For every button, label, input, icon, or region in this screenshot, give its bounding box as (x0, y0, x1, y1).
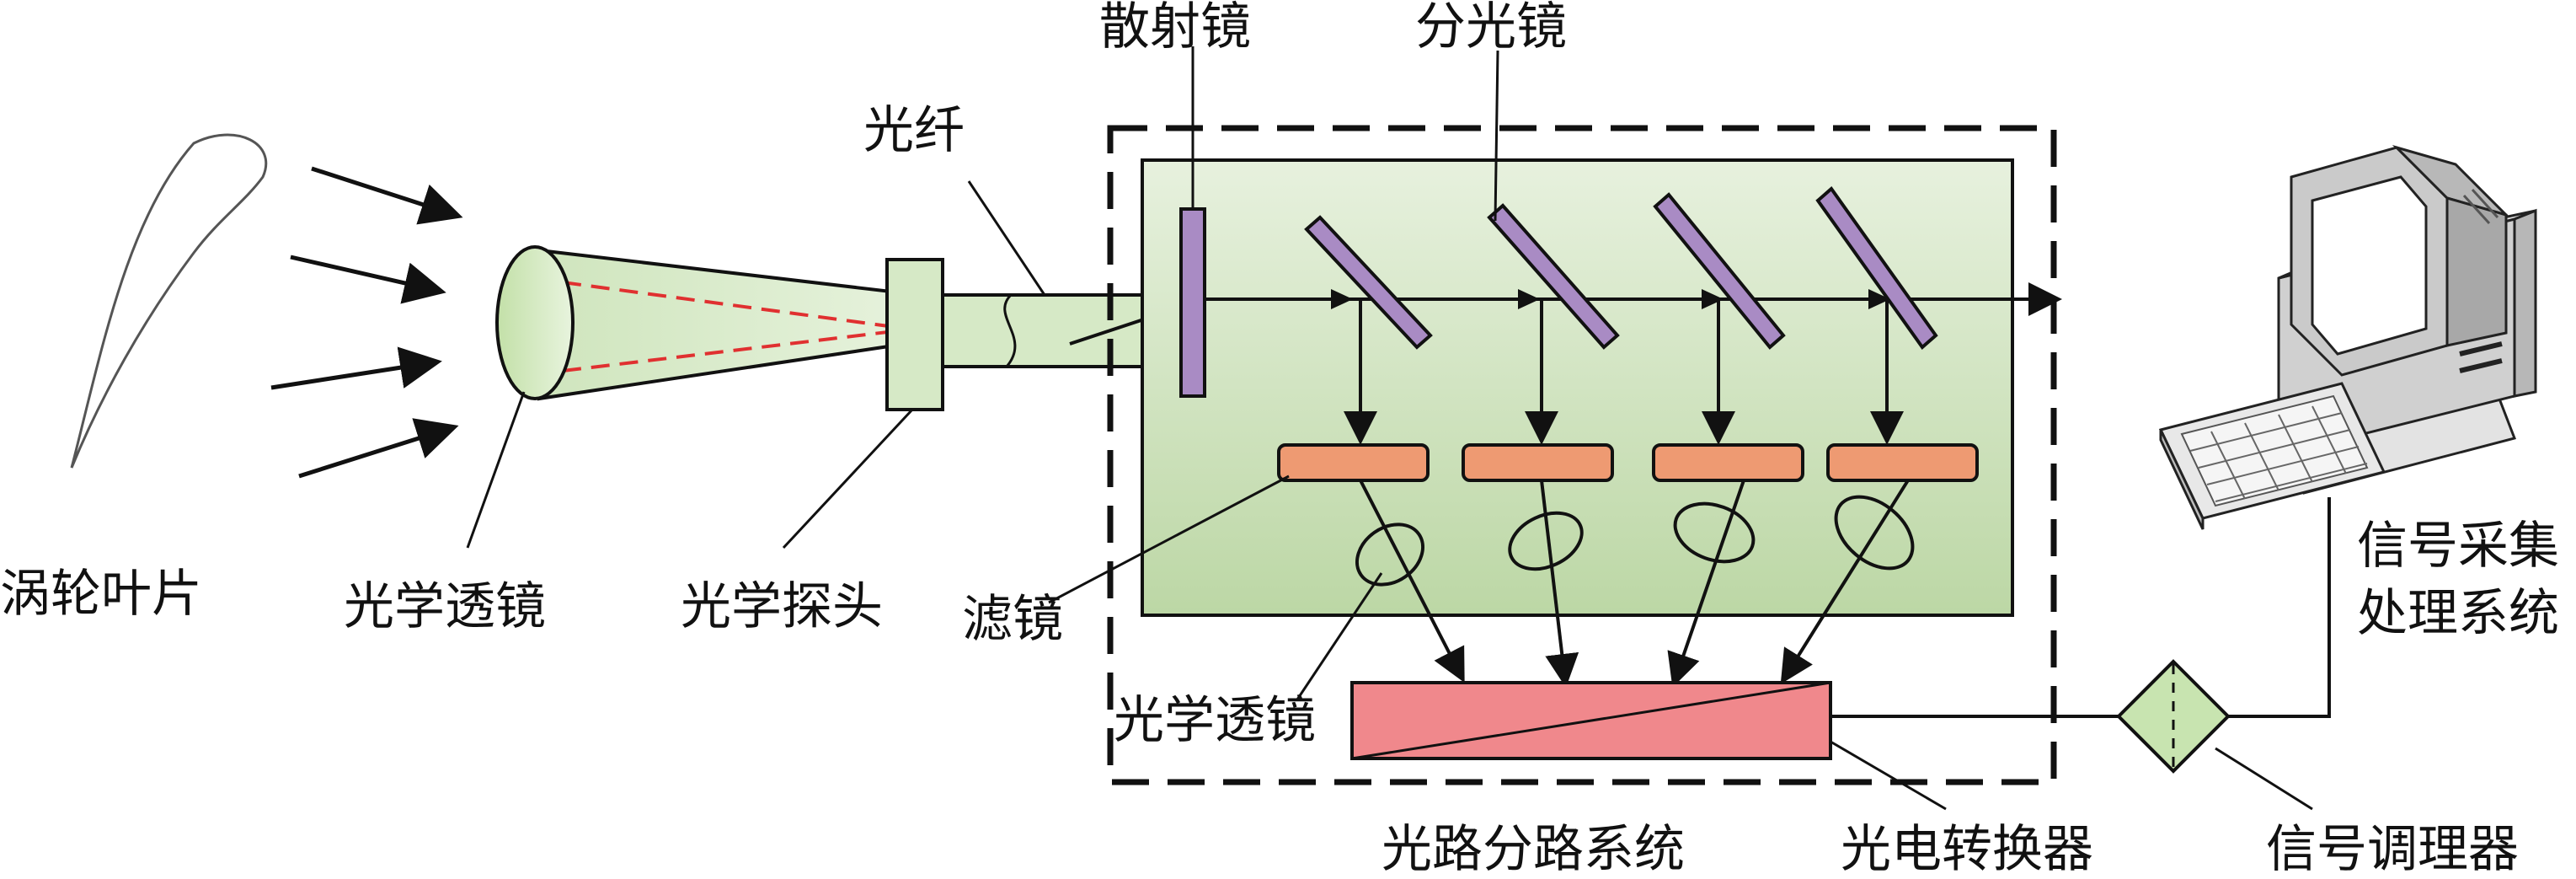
label-optical-path-system: 光路分路系统 (1382, 820, 1685, 879)
radiation-arrow-4 (298, 418, 459, 479)
optical-probe (885, 258, 944, 411)
beam-arrowheads (1331, 289, 1890, 309)
converter-diagonal (1351, 681, 1831, 760)
optical-bench-panel (1141, 158, 2014, 617)
turbine-blade-icon (70, 133, 268, 469)
filter-4 (1826, 443, 1979, 482)
inner-lens-2 (1508, 511, 1584, 571)
label-optical-lens-inner: 光学透镜 (1114, 691, 1316, 750)
converter-input-arrows (1359, 479, 1910, 688)
leader-fiber (967, 180, 1046, 296)
leader-conditioner (2215, 747, 2313, 811)
split-beam-arrows (1344, 299, 1904, 445)
signal-wire-to-computer (2228, 497, 2331, 718)
label-fiber: 光纤 (863, 101, 965, 160)
desktop-computer-icon (2158, 144, 2537, 530)
inner-lens-3 (1673, 501, 1756, 564)
beam-splitter-2 (1487, 203, 1620, 350)
fiber-break-mark (1003, 293, 1017, 367)
leader-converter (1830, 740, 1947, 811)
signal-conditioner (2116, 659, 2231, 774)
beam-splitters (1304, 186, 1938, 350)
label-beam-splitter: 分光镜 (1415, 0, 1567, 56)
radiation-arrows (270, 166, 463, 479)
beam-splitter-3 (1653, 192, 1786, 350)
filter-1 (1277, 443, 1430, 482)
front-lens (495, 245, 575, 400)
leader-beam-splitter (1494, 50, 1499, 222)
radiation-arrow-2 (290, 255, 446, 304)
label-filter: 滤镜 (962, 590, 1063, 649)
filter-2 (1462, 443, 1614, 482)
label-photoelectric-converter: 光电转换器 (1841, 820, 2093, 879)
beam-splitter-4 (1815, 186, 1938, 350)
radiation-arrow-1 (311, 166, 463, 225)
beam-splitter-1 (1304, 215, 1433, 350)
filter-3 (1652, 443, 1804, 482)
optical-path-system-boundary (1107, 125, 2057, 785)
filters (1277, 443, 1979, 482)
light-cone (537, 248, 907, 401)
leader-probe (782, 408, 914, 549)
label-optical-probe: 光学探头 (681, 577, 883, 636)
label-acquisition-line2: 处理系统 (2357, 584, 2559, 643)
scatter-mirror (1179, 207, 1206, 398)
inner-lenses (1355, 495, 1915, 587)
label-acquisition-line1: 信号采集 (2357, 517, 2559, 576)
inner-lens-1 (1355, 523, 1424, 587)
leader-lens-left (466, 391, 526, 549)
leader-inner-lens (1296, 572, 1383, 700)
inner-lens-4 (1834, 495, 1915, 571)
radiation-arrow-3 (270, 346, 442, 390)
label-scatter-mirror: 散射镜 (1099, 0, 1251, 56)
label-signal-conditioner: 信号调理器 (2266, 820, 2519, 879)
label-turbine-blade: 涡轮叶片 (0, 565, 202, 624)
leader-filter (1048, 474, 1290, 604)
label-optical-lens-left: 光学透镜 (344, 577, 546, 636)
leader-lines (466, 46, 2313, 811)
